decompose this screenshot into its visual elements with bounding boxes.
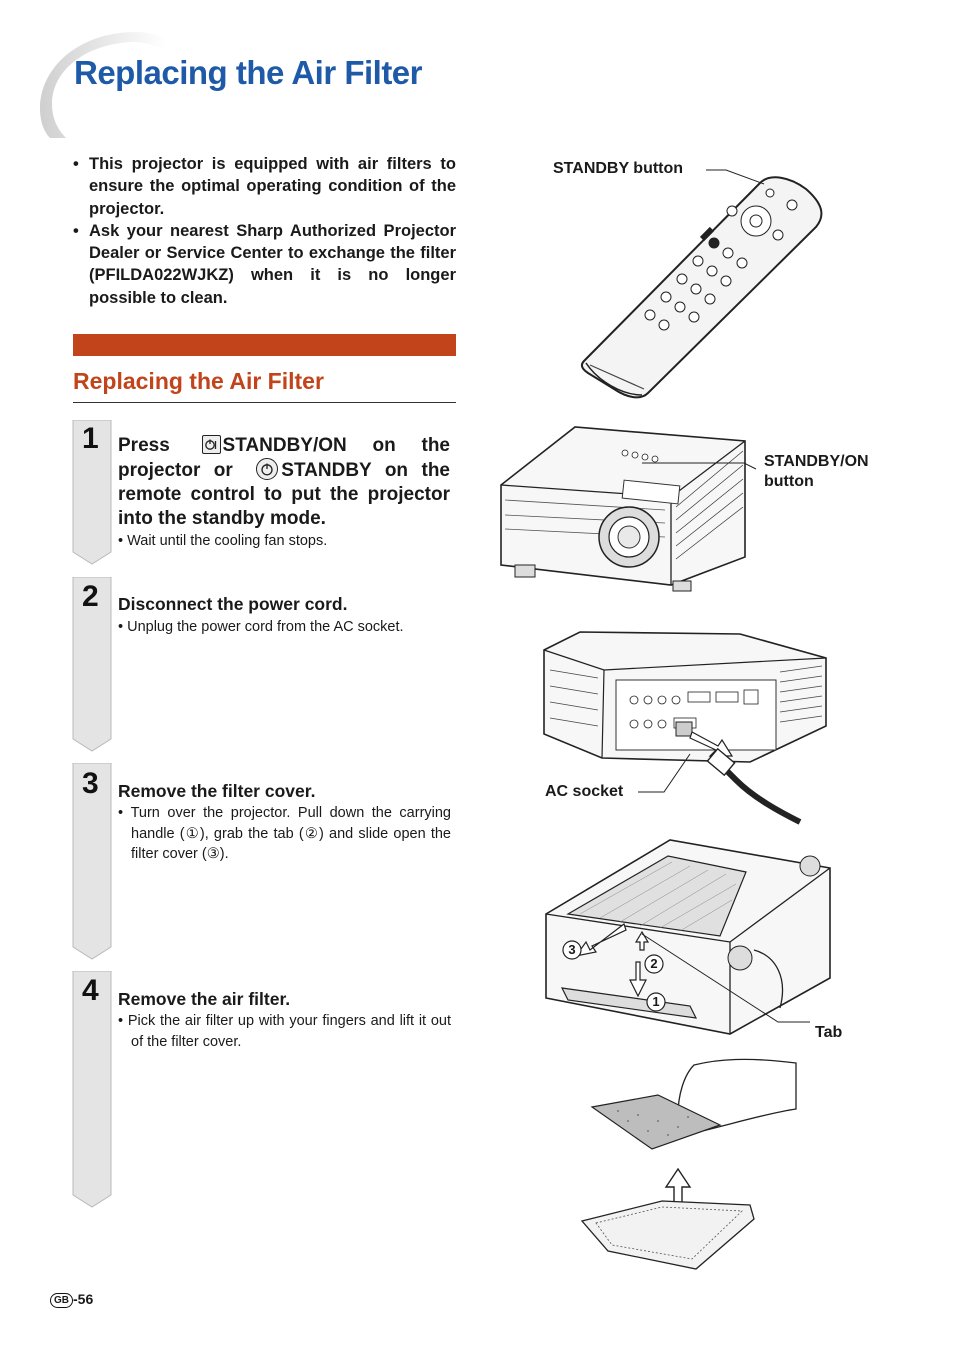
step-tab bbox=[72, 971, 112, 1208]
page-title: Replacing the Air Filter bbox=[74, 54, 423, 91]
section-divider bbox=[73, 402, 456, 403]
step-heading: Remove the filter cover. bbox=[118, 781, 316, 801]
region-badge: GB bbox=[50, 1293, 73, 1308]
section-title: Replacing the Air Filter bbox=[73, 368, 324, 394]
intro-bullet: Ask your nearest Sharp Authorized Projec… bbox=[72, 220, 456, 309]
projector-rear-illustration bbox=[543, 631, 827, 825]
step-note: • Wait until the cooling fan stops. bbox=[118, 533, 328, 549]
standby-on-icon bbox=[201, 435, 221, 454]
page-number: GB-56 bbox=[50, 1291, 93, 1308]
step-note-text: Turn over the projector. Pull down the c… bbox=[130, 805, 451, 863]
projector-front-illustration bbox=[500, 426, 746, 592]
step-heading: Press STANDBY/ON on the projector or STA… bbox=[118, 434, 450, 531]
standby-icon bbox=[256, 458, 279, 480]
step-heading: Disconnect the power cord. bbox=[118, 594, 348, 614]
step-number: 1 bbox=[82, 422, 99, 455]
callout-standby-button: STANDBY button bbox=[553, 160, 684, 177]
step-tab bbox=[72, 420, 112, 565]
step-heading-text: STANDBY/ON on the projector or bbox=[118, 435, 451, 481]
step-note: • Unplug the power cord from the AC sock… bbox=[118, 619, 404, 635]
callout-line bbox=[638, 753, 691, 793]
step-note: • Pick the air filter up with your finge… bbox=[118, 1013, 451, 1050]
callout-tab: Tab bbox=[815, 1024, 843, 1041]
callout-standby-on: STANDBY/ON button bbox=[764, 452, 869, 492]
callout-line bbox=[706, 169, 765, 185]
step-heading-text: Press bbox=[118, 435, 196, 456]
marker-2: 2 bbox=[650, 956, 658, 971]
step-note-text: Unplug the power cord from the AC socket… bbox=[127, 619, 404, 635]
callout-ac-socket: AC socket bbox=[545, 783, 624, 800]
air-filter-removal-illustration bbox=[580, 1058, 797, 1270]
intro-bullet: This projector is equipped with air filt… bbox=[72, 153, 456, 220]
marker-3: 3 bbox=[568, 942, 576, 957]
step-tab bbox=[72, 763, 112, 960]
callout-line bbox=[641, 933, 810, 1023]
step-note-text: Wait until the cooling fan stops. bbox=[127, 533, 328, 549]
step-number: 4 bbox=[82, 974, 99, 1007]
callout-text: STANDBY/ON bbox=[764, 453, 869, 470]
step-tab bbox=[72, 577, 112, 752]
step-heading-text: STANDBY on the remote control to put the… bbox=[118, 460, 451, 529]
marker-1: 1 bbox=[652, 994, 660, 1009]
projector-bottom-illustration bbox=[545, 839, 831, 1035]
title-swoosh-decoration bbox=[40, 32, 166, 138]
remote-control-illustration bbox=[580, 176, 823, 399]
page-number-text: -56 bbox=[73, 1291, 94, 1307]
step-note: • Turn over the projector. Pull down the… bbox=[118, 805, 451, 863]
step-heading: Remove the air filter. bbox=[118, 989, 291, 1009]
callout-text: button bbox=[764, 473, 814, 490]
step-note-text: Pick the air filter up with your fingers… bbox=[127, 1013, 451, 1050]
callout-line bbox=[642, 462, 757, 470]
step-number: 3 bbox=[82, 767, 99, 800]
section-bar bbox=[73, 334, 456, 356]
step-number: 2 bbox=[82, 580, 99, 613]
intro-bullets: This projector is equipped with air filt… bbox=[72, 153, 456, 309]
